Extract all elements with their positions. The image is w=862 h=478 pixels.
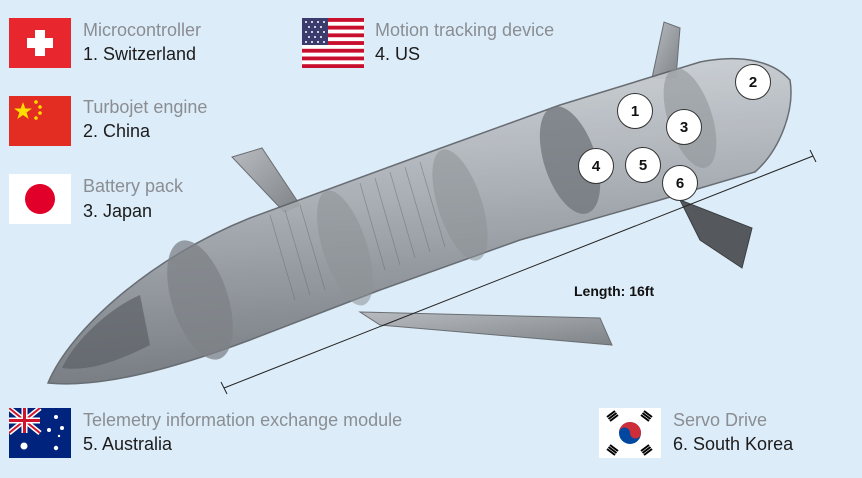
bulkhead	[539, 106, 601, 214]
component-origin: 4. US	[375, 44, 421, 64]
marker-6: 6	[662, 165, 698, 201]
length-dimension	[220, 149, 817, 395]
component-origin: 5. Australia	[83, 434, 173, 454]
component-origin: 1. Switzerland	[83, 44, 197, 64]
bulkhead	[317, 190, 373, 306]
component-origin: 6. South Korea	[673, 434, 794, 454]
component-category: Turbojet engine	[83, 97, 208, 117]
bulkhead	[167, 240, 233, 360]
tail-fin-lower	[678, 199, 753, 269]
nose-window	[62, 295, 150, 369]
upper-wing	[231, 147, 301, 213]
component-category: Microcontroller	[83, 20, 202, 40]
switzerland-flag-icon	[9, 18, 71, 68]
ribbing	[269, 161, 446, 301]
marker-3: 3	[666, 109, 702, 145]
australia-flag-icon	[9, 408, 71, 458]
bulkhead	[432, 149, 488, 261]
japan-flag-icon	[9, 174, 71, 224]
length-label: Length: 16ft	[574, 283, 655, 299]
marker-4: 4	[578, 148, 614, 184]
component-origin: 2. China	[83, 121, 151, 141]
china-flag-icon	[9, 96, 71, 146]
marker-5: 5	[625, 147, 661, 183]
missile-body	[46, 57, 792, 385]
component-origin: 3. Japan	[83, 201, 153, 221]
marker-2: 2	[735, 64, 771, 100]
component-category: Servo Drive	[673, 410, 768, 430]
component-category: Battery pack	[83, 176, 184, 196]
south-korea-flag-icon	[599, 408, 661, 458]
marker-1: 1	[617, 93, 653, 129]
us-flag-icon	[302, 18, 364, 68]
component-category: Motion tracking device	[375, 20, 555, 40]
component-category: Telemetry information exchange module	[83, 410, 403, 430]
lower-wing	[358, 311, 613, 346]
